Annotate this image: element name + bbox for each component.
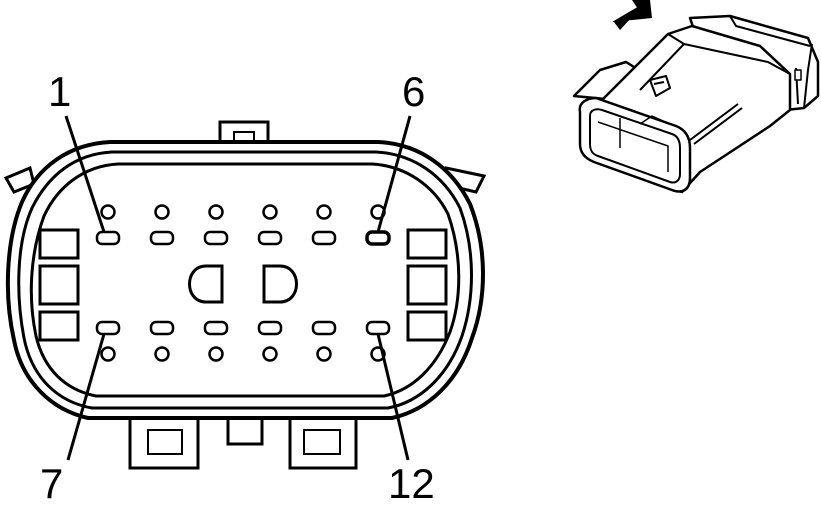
pin-label-12: 12 (388, 460, 435, 507)
pin-hole-bottom-3 (208, 346, 224, 362)
inset-front-inner (597, 115, 671, 172)
arrow-up-right-icon (612, 0, 652, 30)
terminal-cavities (95, 204, 391, 362)
pin-hole-bottom-1 (100, 346, 116, 362)
pin-hole-bottom-5 (316, 346, 332, 362)
terminal-slot-7 (95, 320, 121, 336)
pin-hole-bottom-4 (262, 346, 278, 362)
leader-pin-6 (376, 115, 412, 233)
inset-side-groove (689, 103, 743, 145)
left-window-top (38, 228, 80, 260)
inset-body-edge (639, 33, 791, 91)
inset-key-block (649, 75, 671, 97)
bottom-tab-right-inner (303, 429, 341, 455)
pin-hole-top-5 (316, 204, 332, 220)
center-key-left (188, 264, 224, 304)
terminal-slot-1 (95, 230, 121, 246)
pin-label-1: 1 (48, 68, 71, 115)
connector-face (3, 120, 487, 470)
terminal-slot-4 (257, 230, 283, 246)
connector-3d-view (572, 14, 820, 194)
terminal-slot-3 (203, 230, 229, 246)
leader-pin-7 (66, 333, 106, 461)
center-key-right (262, 264, 298, 304)
pin-hole-bottom-6 (370, 346, 386, 362)
housing-inner (29, 162, 461, 398)
terminal-slot-5 (311, 230, 337, 246)
leader-pin-12 (376, 333, 410, 461)
pin-hole-top-3 (208, 204, 224, 220)
pin-hole-top-2 (154, 204, 170, 220)
bottom-tab-right (288, 412, 358, 470)
leader-pin-1 (64, 115, 106, 233)
inset-rear-slot (794, 69, 802, 81)
housing-outer-2 (17, 150, 473, 410)
housing-outer (5, 140, 485, 420)
right-window-top (406, 228, 448, 260)
pin-label-6: 6 (402, 68, 425, 115)
pin-label-7: 7 (40, 460, 63, 507)
pin-hole-top-1 (100, 204, 116, 220)
pin-hole-top-4 (262, 204, 278, 220)
terminal-slot-9 (203, 320, 229, 336)
right-window-bot (406, 310, 448, 342)
terminal-slot-2 (149, 230, 175, 246)
pin-hole-bottom-2 (154, 346, 170, 362)
terminal-slot-10 (257, 320, 283, 336)
left-ear (3, 165, 36, 194)
right-window-mid (406, 264, 448, 306)
left-window-bot (38, 310, 80, 342)
leader-lines (64, 115, 412, 461)
terminal-slot-8 (149, 320, 175, 336)
bottom-tab-left (128, 412, 200, 470)
bottom-tab-left-inner (147, 429, 183, 455)
left-window-mid (38, 264, 80, 306)
terminal-slot-11 (311, 320, 337, 336)
